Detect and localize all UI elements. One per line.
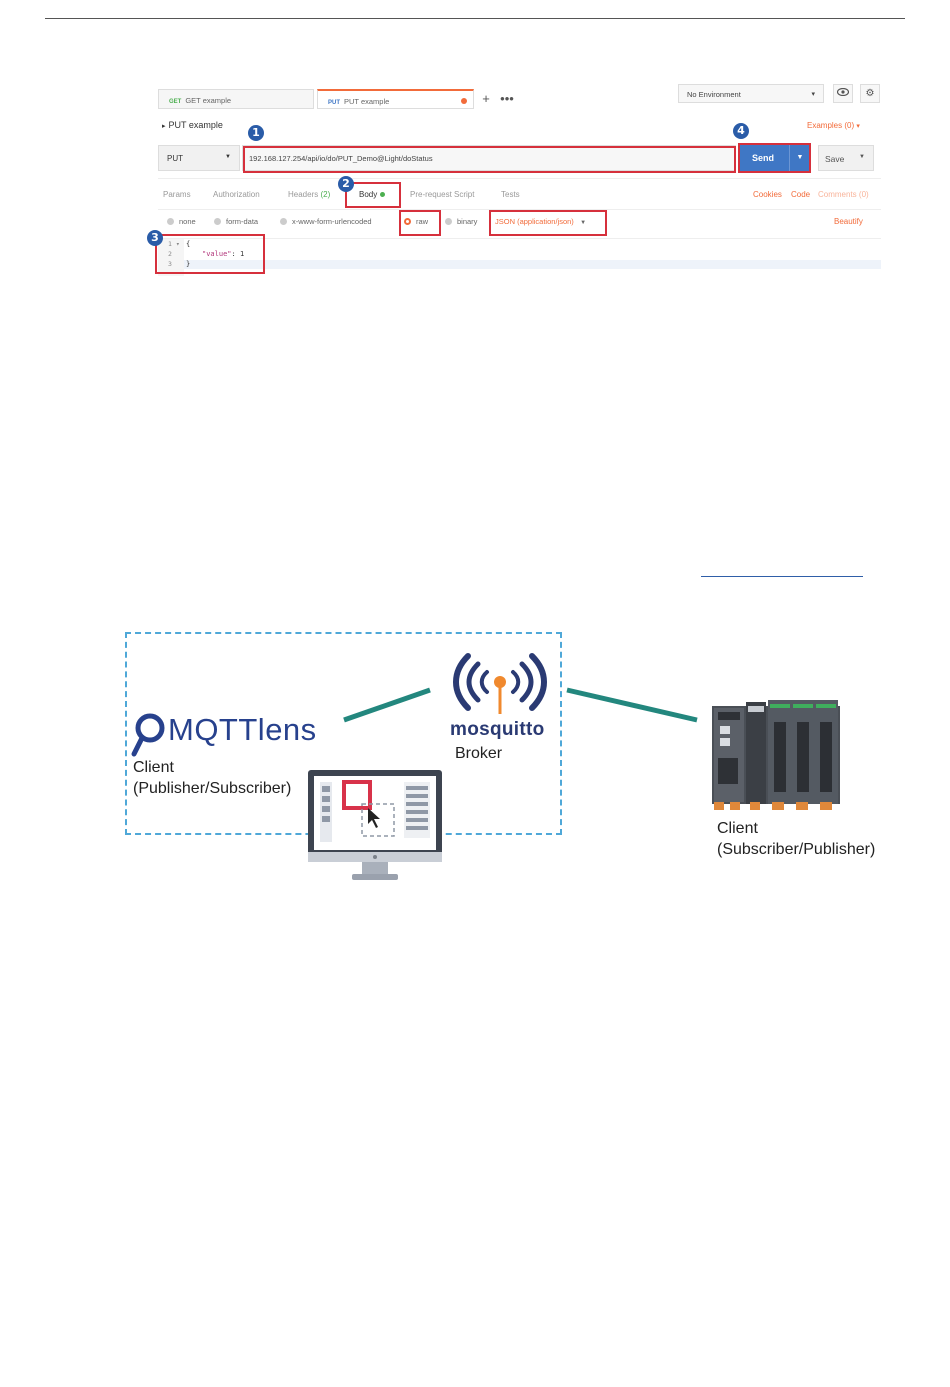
line-number: 1 ▾ xyxy=(168,240,180,248)
highlight-url-box xyxy=(243,146,736,173)
radio-icon xyxy=(445,218,452,225)
body-editor[interactable]: 1 ▾ 2 3 { "value": 1 } xyxy=(158,238,881,276)
tab-params[interactable]: Params xyxy=(163,190,191,199)
tab-authorization[interactable]: Authorization xyxy=(213,190,260,199)
right-client-role: (Subscriber/Publisher) xyxy=(717,841,876,858)
chevron-down-icon[interactable]: ▼ xyxy=(859,154,865,160)
environment-select[interactable]: No Environment▾ xyxy=(678,84,824,103)
step-badge-3: 3 xyxy=(147,230,163,246)
radio-urlencoded[interactable]: x-www-form-urlencoded xyxy=(280,217,372,226)
send-options-chevron-icon[interactable]: ▼ xyxy=(789,145,810,171)
link-lens-to-broker xyxy=(343,687,431,723)
radio-binary[interactable]: binary xyxy=(445,217,477,226)
tab-label: GET example xyxy=(185,96,232,105)
step-badge-4: 4 xyxy=(733,123,749,139)
code-line: { xyxy=(186,240,191,248)
tab-tests[interactable]: Tests xyxy=(501,190,520,199)
comments-link[interactable]: Comments (0) xyxy=(818,190,869,199)
send-button[interactable]: Send ▼ xyxy=(740,145,810,171)
more-tabs-icon[interactable]: ••• xyxy=(500,91,514,106)
right-client-label: Client xyxy=(717,820,758,837)
highlight-raw-box xyxy=(399,210,441,236)
examples-dropdown[interactable]: Examples (0) ▾ xyxy=(807,121,860,130)
content-type-select[interactable]: JSON (application/json) ▼ xyxy=(495,217,587,226)
highlight-json-type-box xyxy=(489,210,607,236)
radio-icon xyxy=(214,218,221,225)
monitor-icon xyxy=(308,770,442,880)
code-link[interactable]: Code xyxy=(791,190,811,199)
radio-none[interactable]: none xyxy=(167,217,196,226)
eye-icon[interactable] xyxy=(833,84,853,103)
method-select[interactable]: PUT▼ xyxy=(158,145,240,171)
cookies-link[interactable]: Cookies xyxy=(753,190,782,199)
tab-body[interactable]: Body xyxy=(359,190,386,199)
radio-icon xyxy=(280,218,287,225)
header-rule xyxy=(45,18,905,19)
radio-icon xyxy=(167,218,174,225)
current-line-highlight xyxy=(184,260,881,269)
link-broker-to-device xyxy=(566,687,698,723)
code-line: } xyxy=(186,260,191,268)
url-input[interactable]: 192.168.127.254/api/io/do/PUT_Demo@Light… xyxy=(242,145,736,171)
new-tab-plus-icon[interactable]: + xyxy=(482,91,490,106)
step-badge-1: 1 xyxy=(248,125,264,141)
step-badge-2: 2 xyxy=(338,176,354,192)
left-client-role: (Publisher/Subscriber) xyxy=(133,780,292,797)
radio-raw[interactable]: raw xyxy=(404,217,428,226)
line-number: 2 xyxy=(168,250,172,258)
code-line: "value": 1 xyxy=(202,250,245,258)
io-controller-device-icon xyxy=(712,700,840,810)
left-client-label: Client xyxy=(133,759,174,776)
tab-headers[interactable]: Headers (2) xyxy=(288,190,331,199)
unsaved-dot-icon xyxy=(461,98,467,104)
radio-selected-icon xyxy=(404,218,411,225)
body-mode-options: none form-data x-www-form-urlencoded raw… xyxy=(158,208,881,236)
line-number: 3 xyxy=(168,260,172,268)
tab-prerequest-script[interactable]: Pre-request Script xyxy=(410,190,475,199)
chevron-down-icon: ▾ xyxy=(811,91,815,98)
request-title: ▸PUT example xyxy=(162,120,223,130)
chevron-down-icon: ▾ xyxy=(856,123,860,130)
mosquitto-wordmark: mosquitto xyxy=(450,719,545,740)
radio-form-data[interactable]: form-data xyxy=(214,217,258,226)
request-subtabs: Params Authorization Headers (2) Body Pr… xyxy=(158,178,881,210)
tab-label: PUT example xyxy=(344,97,390,106)
beautify-link[interactable]: Beautify xyxy=(834,217,863,226)
magnifier-logo-icon xyxy=(131,713,165,757)
highlight-body-tab-box xyxy=(345,182,401,208)
gear-icon[interactable]: ⚙ xyxy=(860,84,880,103)
line-gutter xyxy=(158,239,184,276)
mqttlens-wordmark: MQTTlens xyxy=(168,712,317,747)
mosquitto-logo-icon xyxy=(453,653,547,714)
save-button[interactable]: Save▼ xyxy=(818,145,874,171)
hyperlink-underline[interactable] xyxy=(701,576,863,577)
chevron-down-icon: ▼ xyxy=(225,154,231,160)
active-dot-icon xyxy=(380,192,386,197)
broker-label: Broker xyxy=(455,745,503,762)
highlight-code-box xyxy=(155,234,265,274)
chevron-down-icon: ▼ xyxy=(580,220,587,226)
caret-right-icon[interactable]: ▸ xyxy=(162,123,166,130)
highlight-send-box xyxy=(738,143,811,173)
